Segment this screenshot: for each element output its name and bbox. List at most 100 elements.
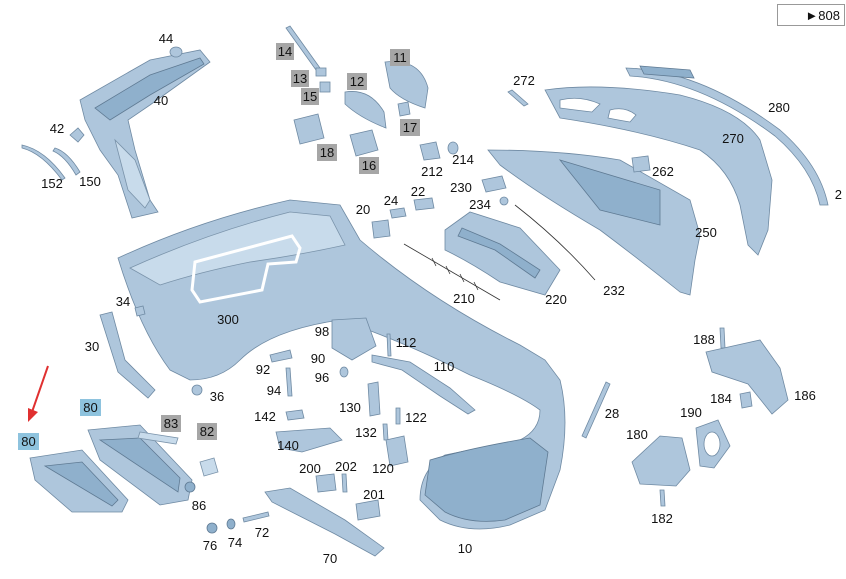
part-272-pin [507,89,529,107]
label-90: 90 [311,351,325,366]
part-34-clip [134,305,146,317]
part-112-pin [386,333,392,357]
label-112: 112 [396,335,417,350]
label-212: 212 [421,164,443,179]
part-280-trim [625,65,829,206]
label-42: 42 [50,121,64,136]
label-152: 152 [41,176,63,191]
label-122: 122 [405,410,427,425]
red-arrow-icon [28,365,49,422]
part-110-strip [371,354,476,415]
reference-box: ►808 [777,4,845,26]
label-40: 40 [154,93,168,108]
part-214-ring [447,141,459,155]
part-180-housing [631,435,691,487]
part-270-panel [544,86,773,256]
part-24-bracket [389,207,407,219]
tag-80-b: 80 [18,433,39,450]
label-190: 190 [680,405,702,420]
part-13-part [315,67,327,77]
part-42-clip [69,127,85,143]
part-200-block [315,473,337,493]
part-20-sensor [371,219,391,239]
svg-text:13: 13 [293,71,307,86]
label-184: 184 [710,391,732,406]
label-180: 180 [626,427,648,442]
tag-13: 13 [291,70,309,87]
part-30-bracket [99,311,156,399]
part-16-mount [349,129,379,157]
part-83-strip [137,431,179,445]
label-140: 140 [277,438,299,453]
part-152-strip [21,144,66,181]
label-200: 200 [299,461,321,476]
tag-17: 17 [400,119,420,136]
part-10-bumper [117,199,566,530]
label-210: 210 [453,291,475,306]
label-10: 10 [458,541,472,556]
part-232-wire [514,204,596,281]
label-262: 262 [652,164,674,179]
tag-18: 18 [317,144,337,161]
label-28: 28 [605,406,619,421]
svg-text:80: 80 [21,434,35,449]
label-110: 110 [434,359,455,374]
label-182: 182 [651,511,673,526]
part-188-pin [719,327,726,349]
part-12-cover [344,91,387,129]
reference-number: 808 [818,7,840,23]
label-201: 201 [363,487,385,502]
label-70: 70 [323,551,337,566]
label-272: 272 [513,73,535,88]
label-92: 92 [256,362,270,377]
label-36: 36 [210,389,224,404]
label-2: 2 [835,187,842,202]
part-150-strip [52,147,81,176]
label-34: 34 [116,294,130,309]
label-98: 98 [315,324,329,339]
part-82-clip [199,457,219,477]
label-30: 30 [85,339,99,354]
part-96-clip [339,366,349,378]
part-18-block [293,113,325,145]
part-186-bracket [705,339,789,415]
part-98-bracket [331,317,377,361]
label-24: 24 [384,193,398,208]
svg-text:16: 16 [362,158,376,173]
part-122-pin [395,407,401,425]
part-86-washer [184,481,196,493]
part-70-strip [264,487,385,557]
label-44: 44 [159,31,173,46]
part-76-washer [206,522,218,534]
part-220-frame [444,211,561,296]
part-184-clip [739,391,753,409]
label-300: 300 [217,312,239,327]
label-150: 150 [79,174,101,189]
tag-14: 14 [276,43,294,60]
part-15-part [319,81,331,93]
part-130-bracket [367,381,381,417]
label-86: 86 [192,498,206,513]
svg-text:11: 11 [393,50,407,65]
label-270: 270 [722,131,744,146]
part-140-bracket [275,427,343,453]
tag-80-a: 80 [80,399,101,416]
label-234: 234 [469,197,491,212]
part-92-clip [269,349,293,363]
part-74-washer [226,518,236,530]
svg-text:12: 12 [350,74,364,89]
label-202: 202 [335,459,357,474]
svg-text:14: 14 [278,44,292,59]
part-94-pin [285,367,293,397]
part-202-pin [341,473,348,493]
part-36-clip [191,384,203,396]
part-230-sensor [481,175,507,193]
label-230: 230 [450,180,472,195]
label-250: 250 [695,225,717,240]
label-220: 220 [545,292,567,307]
part-210-leaders [403,243,501,301]
part-40-bracket [79,49,211,219]
tag-16: 16 [359,157,379,174]
part-11-flap [384,61,429,109]
